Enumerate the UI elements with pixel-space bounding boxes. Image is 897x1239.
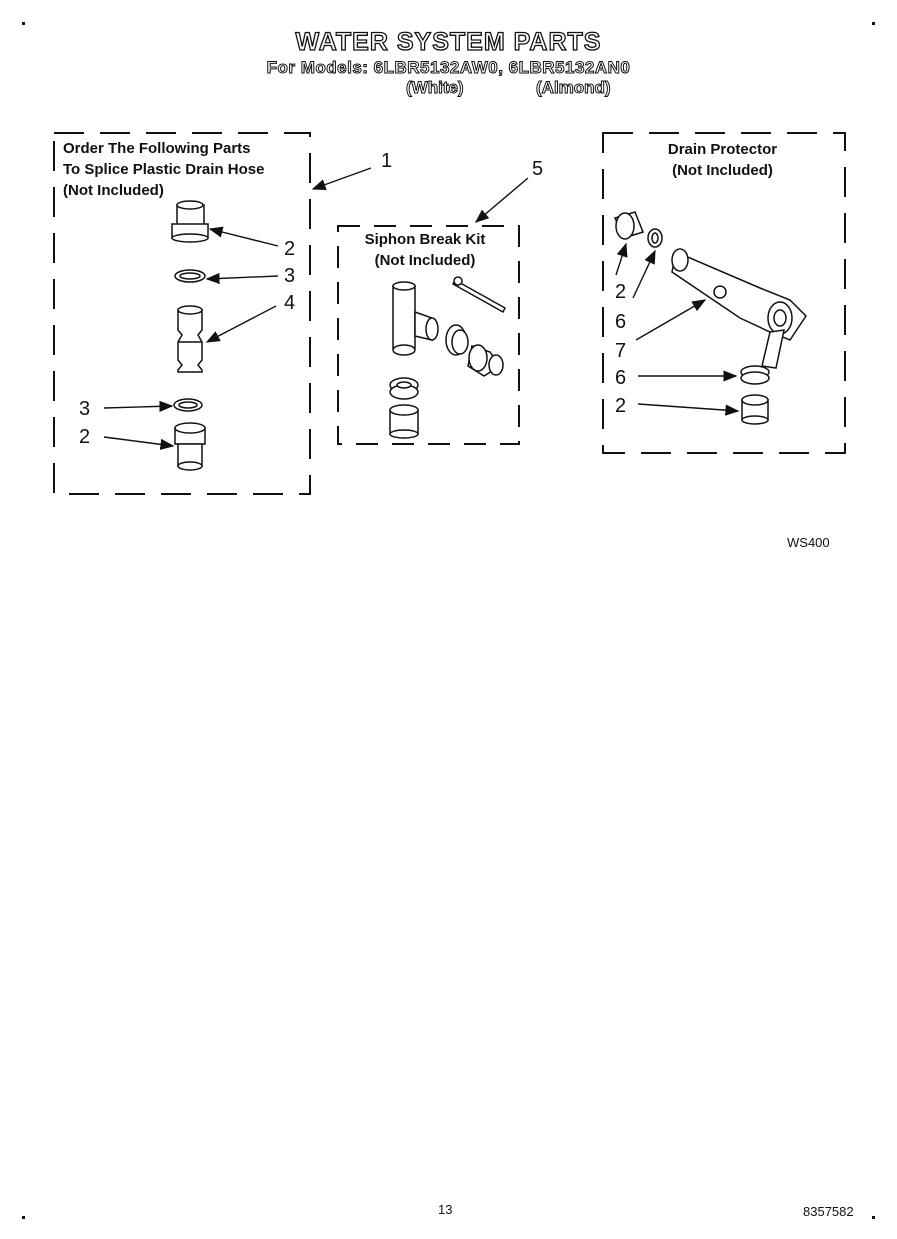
siphon-box-label: Siphon Break Kit (Not Included) — [340, 229, 510, 271]
corner-dot — [872, 1216, 875, 1219]
drain-label-line1: Drain Protector — [667, 141, 778, 158]
siphon-ring — [445, 324, 469, 356]
leader-1 — [311, 167, 372, 190]
document-number: 8357582 — [803, 1204, 854, 1219]
coupling-top — [171, 200, 209, 243]
white-label: (White) — [406, 78, 465, 98]
callout-1: 1 — [381, 150, 393, 172]
figure-code: WS400 — [787, 535, 830, 550]
callout-r6-bottom: 6 — [615, 367, 627, 389]
leader-5 — [474, 177, 529, 223]
drain-cap — [741, 394, 769, 425]
models-line: For Models: 6LBR5132AW0, 6LBR5132AN0 — [266, 58, 631, 78]
leader-4 — [205, 305, 277, 343]
drain-ring-top — [647, 228, 663, 248]
left-label-line2: To Splice Plastic Drain Hose — [63, 161, 265, 178]
coupling-bottom — [174, 422, 206, 471]
corner-dot — [22, 22, 25, 25]
leader-3a — [205, 272, 279, 285]
page-title: WATER SYSTEM PARTS — [295, 27, 602, 56]
callout-2-top: 2 — [284, 238, 296, 260]
leader-r7 — [635, 299, 707, 341]
leader-r6a — [632, 249, 656, 299]
drain-protector-body — [671, 248, 807, 369]
almond-label: (Almond) — [536, 78, 612, 98]
leader-r2a — [615, 242, 628, 276]
callout-4: 4 — [284, 292, 296, 314]
siphon-cap — [389, 404, 419, 439]
siphon-tee — [392, 281, 439, 356]
siphon-label-line2: (Not Included) — [374, 252, 476, 269]
clamp-ring-top — [174, 269, 206, 283]
drain-label-line2: (Not Included) — [672, 162, 773, 179]
clamp-ring-bottom — [173, 398, 203, 412]
siphon-label-line1: Siphon Break Kit — [364, 231, 486, 248]
callout-r2-bottom: 2 — [615, 395, 627, 417]
page-number: 13 — [438, 1202, 453, 1217]
left-label-line3: (Not Included) — [63, 182, 164, 199]
siphon-kit-box — [337, 225, 520, 445]
corner-dot — [22, 1216, 25, 1219]
left-box-label: Order The Following Parts To Splice Plas… — [63, 138, 264, 201]
drain-ring-bottom — [740, 365, 770, 385]
siphon-washer — [389, 377, 419, 400]
leader-2b — [103, 436, 175, 450]
siphon-coupling — [467, 344, 504, 377]
left-label-line1: Order The Following Parts — [63, 140, 251, 157]
siphon-tie — [452, 276, 506, 314]
left-kit-box — [53, 132, 311, 495]
callout-3-bottom: 3 — [79, 398, 91, 420]
drain-box-label: Drain Protector (Not Included) — [620, 139, 825, 181]
callout-3-top: 3 — [284, 265, 296, 287]
drain-coupling — [613, 211, 644, 240]
corner-dot — [872, 22, 875, 25]
leader-2a — [208, 226, 279, 247]
leader-r2b — [637, 403, 740, 416]
callout-5: 5 — [532, 158, 544, 180]
callout-2-bottom: 2 — [79, 426, 91, 448]
leader-3b — [103, 400, 174, 412]
drain-protector-box — [602, 132, 846, 454]
callout-r2-top: 2 — [615, 281, 627, 303]
callout-r6-top: 6 — [615, 311, 627, 333]
hose-connector — [177, 305, 203, 373]
callout-7: 7 — [615, 340, 627, 362]
